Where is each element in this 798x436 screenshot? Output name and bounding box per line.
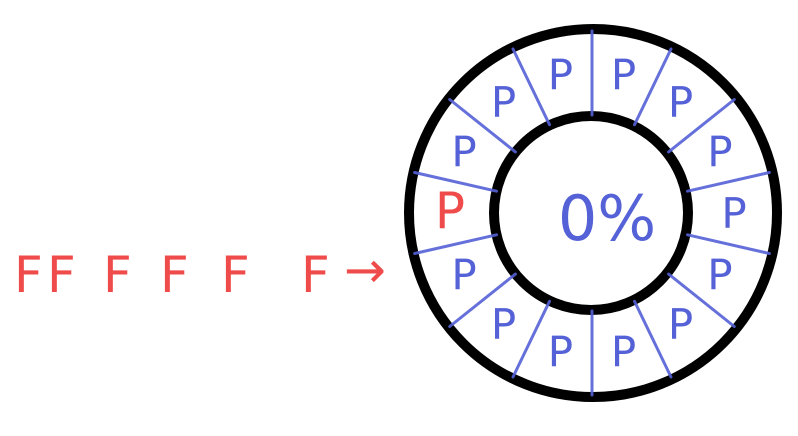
segment-divider xyxy=(686,233,771,255)
queue-f-label: F xyxy=(221,246,250,304)
segment-dividers xyxy=(413,29,771,397)
segment-divider xyxy=(413,171,498,193)
segment-label-blue: P xyxy=(491,300,516,349)
queue-arrow: → xyxy=(344,241,386,299)
segment-divider xyxy=(511,47,551,127)
segment-divider xyxy=(667,272,736,328)
queue-f-label: F xyxy=(47,246,76,304)
segment-divider xyxy=(448,98,517,154)
segment-label-blue: P xyxy=(548,51,573,100)
queue-f-label: F xyxy=(14,246,43,304)
queue-f-label: F xyxy=(160,246,189,304)
segment-label-red: P xyxy=(435,182,465,240)
segment-divider xyxy=(511,299,551,379)
segment-divider xyxy=(633,299,673,379)
queue-f-label: F xyxy=(103,246,132,304)
segment-label-blue: P xyxy=(451,127,476,176)
segment-label-blue: P xyxy=(707,251,732,300)
segment-divider xyxy=(686,171,771,193)
segment-divider xyxy=(633,47,673,127)
outer-ring xyxy=(404,24,782,402)
segment-label-blue: P xyxy=(611,327,636,376)
segment-divider xyxy=(667,98,736,154)
segment-label-blue: P xyxy=(721,189,746,238)
center-percentage: 0% xyxy=(558,182,656,255)
segment-label-blue: P xyxy=(668,78,693,127)
segment-label-blue: P xyxy=(611,51,636,100)
segment-label-blue: P xyxy=(707,127,732,176)
queue-f-label: F xyxy=(301,246,330,304)
segment-label-blue: P xyxy=(491,78,516,127)
segment-divider xyxy=(413,233,498,255)
segment-divider xyxy=(448,272,517,328)
segment-label-blue: P xyxy=(451,251,476,300)
segment-label-blue: P xyxy=(668,300,693,349)
segment-label-blue: P xyxy=(548,327,573,376)
